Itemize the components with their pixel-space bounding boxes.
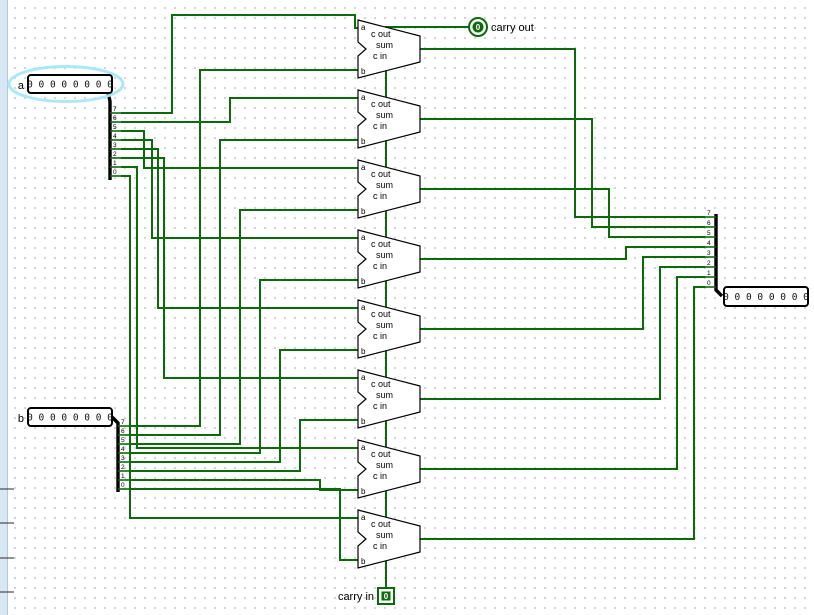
- carry-out-label: carry out: [491, 22, 534, 34]
- full-adders: [357, 19, 421, 569]
- wire-b-bit6[interactable]: [129, 139, 359, 436]
- canvas-grid: [8, 0, 814, 615]
- wire-a-bit0[interactable]: [121, 175, 359, 519]
- output-sum-value: 0 0 0 0 0 0 0 0: [723, 292, 809, 303]
- full-adder-5[interactable]: [357, 159, 421, 219]
- wire-a-bit4[interactable]: [121, 139, 359, 239]
- splitter-a-bit5-label: 5: [113, 124, 117, 131]
- carry-in-led: [381, 591, 391, 601]
- splitter-result[interactable]: 7 6 5 4 3 2 1 0: [704, 210, 724, 298]
- carry-in-value: 0: [384, 592, 389, 601]
- wire-sum-bit6[interactable]: [419, 118, 705, 228]
- wire-a-bit3[interactable]: [121, 148, 359, 309]
- wire-a-bit6[interactable]: [121, 97, 359, 123]
- wire-b-bit5[interactable]: [129, 209, 359, 445]
- splitter-a-bit4-label: 4: [113, 133, 117, 140]
- input-a-label: a: [18, 80, 25, 92]
- input-pin-a[interactable]: 0 0 0 0 0 0 0 0 a: [18, 74, 113, 94]
- wire-b-bit4[interactable]: [129, 279, 359, 454]
- input-pin-b[interactable]: 0 0 0 0 0 0 0 0 b: [18, 407, 113, 427]
- output-pin-carry-out[interactable]: 0 carry out: [468, 17, 534, 37]
- splitter-result-bit0-label: 0: [707, 280, 711, 287]
- splitter-result-bit1-label: 1: [707, 270, 711, 277]
- wire-sum-bit2[interactable]: [419, 266, 705, 400]
- splitter-b-bit1-label: 1: [121, 473, 125, 480]
- splitter-b-bit2-label: 2: [121, 464, 125, 471]
- full-adder-7[interactable]: [357, 19, 421, 79]
- splitter-result-bit4-label: 4: [707, 240, 711, 247]
- wire-b-bit3[interactable]: [129, 349, 359, 463]
- splitter-result-bit5-label: 5: [707, 230, 711, 237]
- wire-sum-bit0[interactable]: [419, 286, 705, 540]
- splitter-a-bit6-label: 6: [113, 115, 117, 122]
- full-adder-0[interactable]: [357, 509, 421, 569]
- input-b-label: b: [18, 413, 24, 425]
- input-pin-carry-in[interactable]: 0 carry in: [338, 587, 395, 605]
- output-pin-sum[interactable]: 0 0 0 0 0 0 0 0: [723, 286, 809, 307]
- wire-sum-bit7[interactable]: [419, 48, 705, 218]
- wire-sum-bit3[interactable]: [419, 256, 705, 330]
- wire-a-bit1[interactable]: [121, 166, 359, 449]
- splitter-a-bit3-label: 3: [113, 142, 117, 149]
- full-adder-1[interactable]: [357, 439, 421, 499]
- splitter-b-bit5-label: 5: [121, 437, 125, 444]
- wire-b-bit7[interactable]: [129, 69, 359, 427]
- input-b-value: 0 0 0 0 0 0 0 0: [27, 413, 113, 424]
- wire-sum-bit5[interactable]: [419, 188, 705, 238]
- splitter-b-bit6-label: 6: [121, 428, 125, 435]
- splitter-b[interactable]: 7 6 5 4 3 2 1 0: [110, 415, 130, 492]
- wires: [121, 14, 705, 589]
- wire-b-bit0[interactable]: [129, 488, 359, 561]
- splitter-a-bit2-label: 2: [113, 151, 117, 158]
- full-adder-3[interactable]: [357, 299, 421, 359]
- carry-out-value: 0: [476, 23, 481, 32]
- splitter-result-bit2-label: 2: [707, 260, 711, 267]
- full-adder-6[interactable]: [357, 89, 421, 149]
- selection-halo: [7, 65, 125, 103]
- carry-in-label: carry in: [338, 591, 374, 603]
- splitter-a[interactable]: 7 6 5 4 3 2 1 0: [106, 92, 122, 180]
- splitter-a-bit0-label: 0: [113, 169, 117, 176]
- splitter-b-bit0-label: 0: [121, 482, 125, 489]
- splitter-b-bit7-label: 7: [121, 419, 125, 426]
- carry-out-led: [472, 21, 484, 33]
- window-left-edge: [0, 0, 8, 615]
- splitter-result-bit3-label: 3: [707, 250, 711, 257]
- edge-ticks: [0, 488, 14, 593]
- splitter-result-bit7-label: 7: [707, 210, 711, 217]
- wire-sum-bit1[interactable]: [419, 276, 705, 470]
- splitter-b-bit4-label: 4: [121, 446, 125, 453]
- full-adder-2[interactable]: [357, 369, 421, 429]
- wire-a-bit7[interactable]: [121, 14, 359, 114]
- splitter-a-bit1-label: 1: [113, 160, 117, 167]
- splitter-result-bit6-label: 6: [707, 220, 711, 227]
- splitter-b-bit3-label: 3: [121, 455, 125, 462]
- wire-sum-bit4[interactable]: [419, 246, 705, 260]
- input-a-value: 0 0 0 0 0 0 0 0: [27, 80, 113, 91]
- wire-b-bit2[interactable]: [129, 419, 359, 472]
- full-adder-4[interactable]: [357, 229, 421, 289]
- splitter-a-bit7-label: 7: [113, 106, 117, 113]
